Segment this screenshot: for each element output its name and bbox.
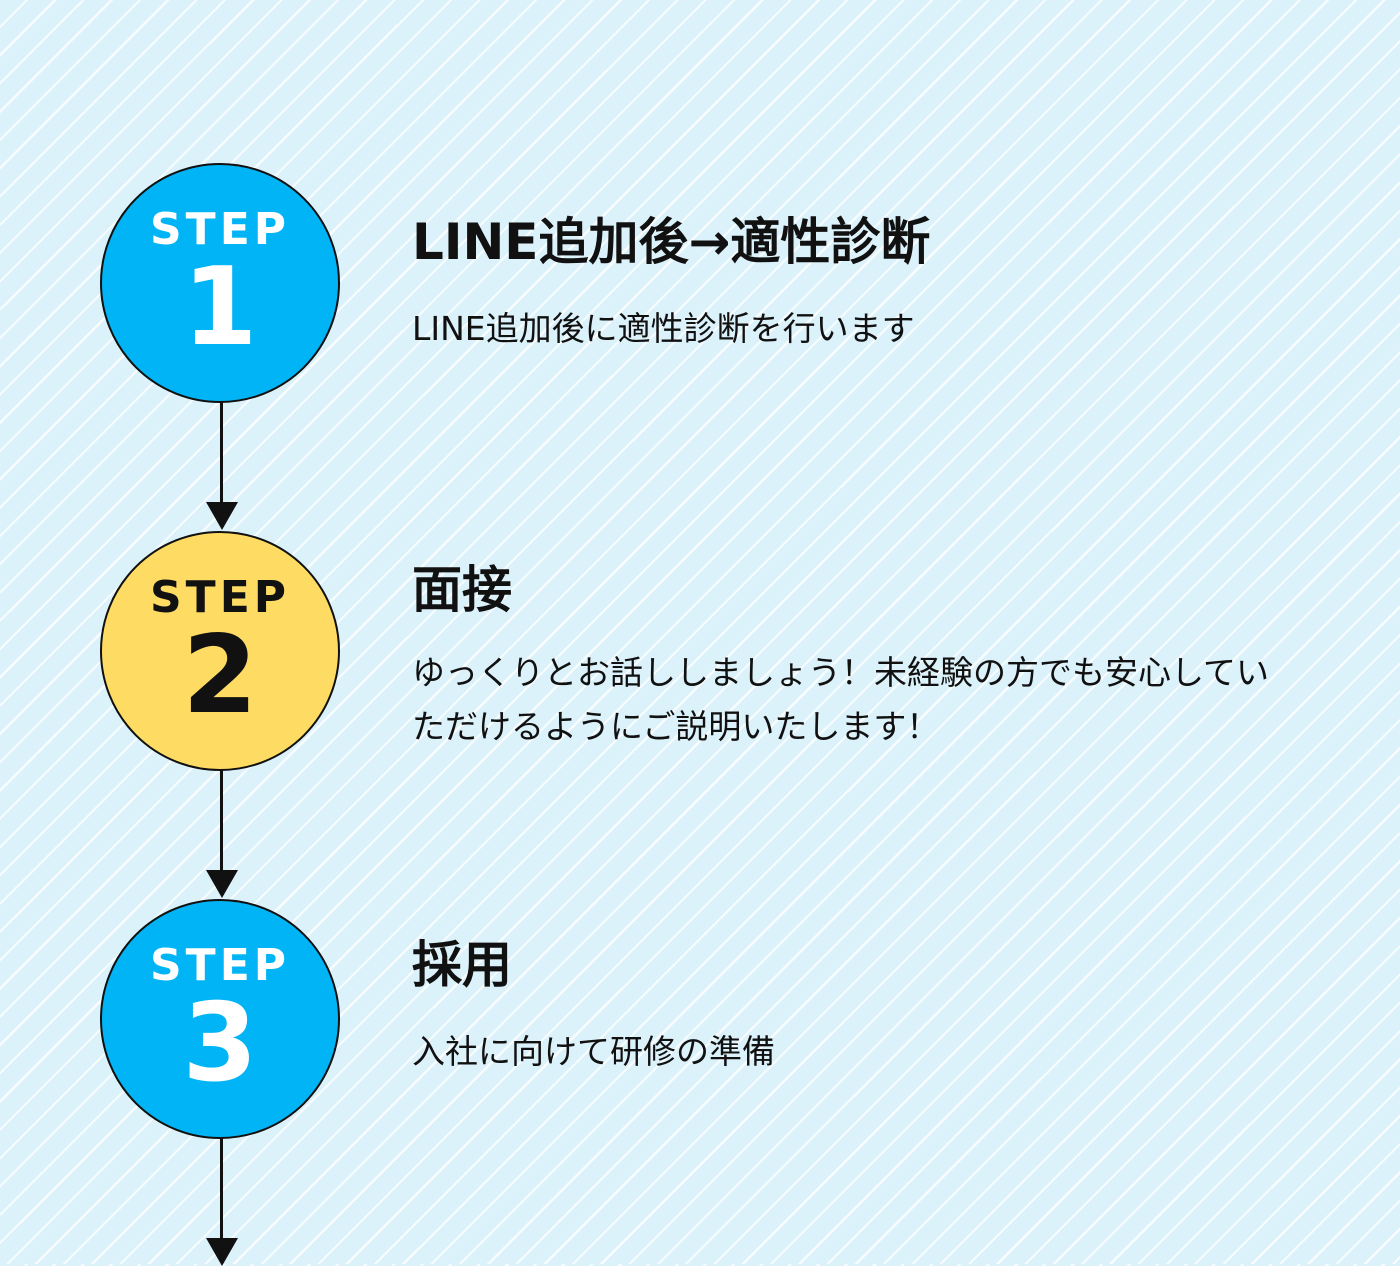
step-description: ゆっくりとお話ししましょう！未経験の方でも安心していただけるようにご説明いたしま… — [412, 653, 1270, 747]
step-1-badge: STEP 1 — [100, 163, 340, 403]
step-number: 3 — [182, 981, 258, 1106]
step-number: 2 — [182, 613, 258, 738]
connector-line-2 — [220, 770, 223, 880]
step-description: 入社に向けて研修の準備 — [412, 1032, 775, 1071]
step-2-badge: STEP 2 — [100, 531, 340, 771]
connector-line-1 — [220, 402, 223, 512]
step-3-badge: STEP 3 — [100, 899, 340, 1139]
step-1-content: LINE追加後→適性診断 LINE追加後に適性診断を行います — [412, 212, 1312, 356]
arrow-down-icon — [206, 870, 238, 898]
step-description: LINE追加後に適性診断を行います — [412, 309, 915, 348]
step-title: 面接 — [412, 561, 512, 619]
connector-line-3 — [220, 1138, 223, 1248]
step-label: STEP — [149, 204, 290, 255]
arrow-down-icon — [206, 1238, 238, 1266]
step-title: 採用 — [412, 936, 512, 994]
step-title: LINE追加後→適性診断 — [412, 213, 931, 271]
step-label: STEP — [149, 572, 290, 623]
step-number: 1 — [182, 245, 258, 370]
arrow-down-icon — [206, 502, 238, 530]
step-2-content: 面接 ゆっくりとお話ししましょう！未経験の方でも安心していただけるようにご説明い… — [412, 560, 1312, 755]
step-3-content: 採用 入社に向けて研修の準備 — [412, 935, 1312, 1079]
step-label: STEP — [149, 940, 290, 991]
